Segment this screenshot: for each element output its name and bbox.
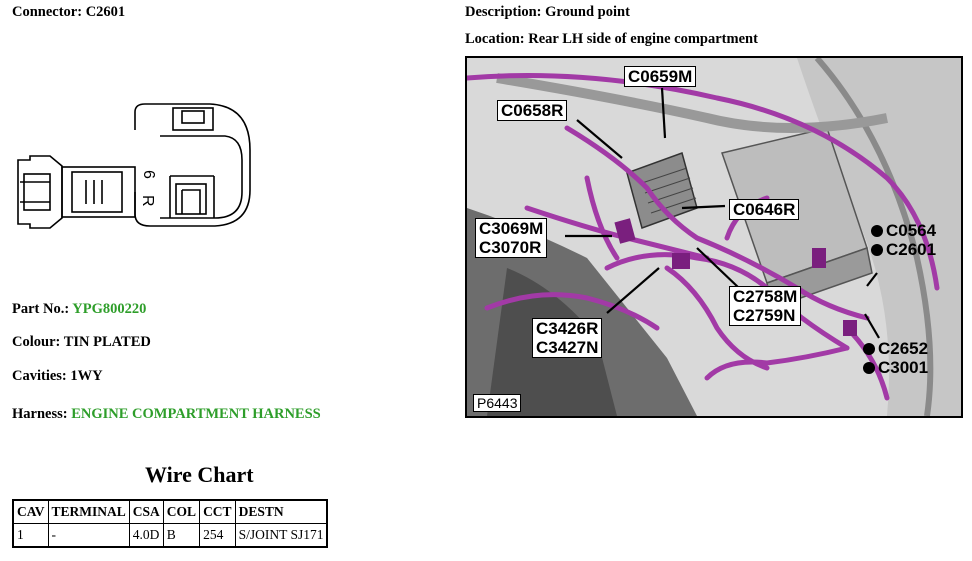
cell-destn: S/JOINT SJ171 [234,523,328,548]
cavities-line: Cavities: 1WY [12,368,103,385]
callout-c3427n: C3427N [536,338,599,357]
wire-chart-header-row: CAV TERMINAL CSA COL CCT DESTN [12,499,328,524]
part-no-link[interactable]: YPG800220 [72,301,147,317]
cavities-value: 1WY [70,368,103,384]
connector-label: Connector: [12,4,83,20]
callout-c0658r: C0658R [497,100,568,121]
connector-drawing: 6 R [17,103,251,229]
callout-c3069m: C3069M [479,219,544,238]
cavity-mark: 6 [140,170,157,179]
callout-c2652-c3001: C2652 C3001 [863,339,928,377]
callout-c2758m: C2758M [733,287,798,306]
description-line: Description: Ground point [465,4,630,21]
table-row: 1 - 4.0D B 254 S/JOINT SJ171 [12,523,328,548]
description-value: Ground point [545,4,630,20]
callout-c0564-c2601: C0564 C2601 [871,221,936,259]
header-destn: DESTN [234,499,328,524]
cell-terminal: - [47,523,130,548]
callout-c0646r: C0646R [729,199,800,220]
location-label: Location: [465,31,525,47]
harness-line: Harness: ENGINE COMPARTMENT HARNESS [12,406,321,423]
wire-chart-table: CAV TERMINAL CSA COL CCT DESTN 1 - 4.0D … [12,499,329,548]
header-cav: CAV [12,499,49,524]
callout-c3426r-c3427n: C3426R C3427N [532,318,603,358]
callout-c3070r: C3070R [479,238,542,257]
callout-c2759n: C2759N [733,306,796,325]
callout-c0564: C0564 [871,221,936,240]
location-line: Location: Rear LH side of engine compart… [465,31,758,48]
location-value: Rear LH side of engine compartment [528,31,758,47]
cell-cct: 254 [199,523,236,548]
harness-label: Harness: [12,406,68,422]
wire-chart-title: Wire Chart [145,462,254,487]
photo-code: P6443 [473,394,522,412]
cell-col: B [162,523,201,548]
side-mark: R [139,195,156,207]
header-csa: CSA [128,499,164,524]
callout-c3001: C3001 [863,358,928,377]
header-terminal: TERMINAL [47,499,130,524]
colour-line: Colour: TIN PLATED [12,334,151,351]
colour-label: Colour: [12,334,61,350]
part-no-line: Part No.: YPG800220 [12,301,146,318]
callout-c2758m-c2759n: C2758M C2759N [729,286,802,326]
callout-c0659m: C0659M [624,66,697,87]
header-col: COL [162,499,201,524]
callout-c3426r: C3426R [536,319,599,338]
location-photo: C0659M C0658R C0646R C3069M C3070R C0564… [465,56,963,418]
header-cct: CCT [199,499,236,524]
callout-c3069m-c3070r: C3069M C3070R [475,218,548,258]
callout-c2652: C2652 [863,339,928,358]
description-label: Description: [465,4,542,20]
part-no-label: Part No.: [12,301,70,317]
connector-line: Connector: C2601 [12,4,125,21]
harness-link[interactable]: ENGINE COMPARTMENT HARNESS [71,406,321,422]
connector-value: C2601 [85,4,126,20]
cell-cav: 1 [12,523,49,548]
colour-value: TIN PLATED [63,334,151,350]
cavities-label: Cavities: [12,368,67,384]
cell-csa: 4.0D [128,523,164,548]
callout-c2601: C2601 [871,240,936,259]
